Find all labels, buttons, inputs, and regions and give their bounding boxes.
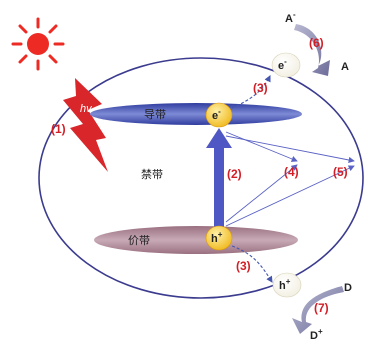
surface-electron-sign: - — [284, 57, 287, 66]
surface-electron-label: e — [278, 60, 284, 72]
step-1-label: (1) — [51, 122, 66, 136]
conduction-band-label: 导带 — [144, 108, 166, 121]
light-symbol: hv — [80, 103, 93, 115]
donor-out-sign: + — [318, 327, 323, 336]
acceptor-in-sign: - — [293, 10, 296, 19]
surface-hole-label: h — [279, 280, 286, 292]
svg-text:A-: A- — [285, 10, 296, 25]
electron-sign: - — [218, 107, 221, 116]
hole-migration-arrow — [231, 245, 273, 283]
surface-electron: e- — [271, 52, 301, 78]
hole-label: h — [211, 233, 218, 245]
particle-outline — [38, 57, 364, 299]
acceptor-in-label: A — [285, 13, 293, 25]
electron-label: e — [212, 110, 218, 122]
reduction-curved-arrow — [294, 24, 330, 76]
step-3-top-label: (3) — [253, 81, 268, 95]
surface-hole-sign: + — [286, 277, 291, 286]
valence-band — [94, 226, 298, 254]
electron-migration-arrow — [231, 75, 271, 109]
hole-carrier: h+ — [205, 225, 233, 251]
recombination-arrows — [225, 131, 355, 227]
step-3-bottom-label: (3) — [236, 259, 251, 273]
svg-text:h+: h+ — [279, 277, 291, 292]
step-6-label: (6) — [309, 36, 324, 50]
sun-icon — [11, 17, 65, 71]
svg-text:D+: D+ — [310, 327, 323, 340]
step-2-label: (2) — [227, 167, 242, 181]
donor-out-label: D — [310, 330, 318, 340]
svg-text:h+: h+ — [211, 230, 223, 245]
excitation-arrow — [206, 128, 232, 228]
svg-text:e-: e- — [212, 107, 221, 122]
donor-in-label: D — [344, 282, 352, 294]
hole-sign: + — [218, 230, 223, 239]
conduction-band — [90, 103, 302, 125]
step-7-label: (7) — [314, 301, 329, 315]
acceptor-out-label: A — [341, 61, 349, 73]
oxidation-curved-arrow — [292, 286, 344, 334]
surface-hole: h+ — [272, 272, 302, 298]
svg-text:e-: e- — [278, 57, 287, 72]
forbidden-band-label: 禁带 — [141, 168, 163, 181]
valence-band-label: 价带 — [128, 234, 150, 247]
lightning-icon — [63, 78, 108, 172]
step-4-label: (4) — [284, 165, 299, 179]
step-5-label: (5) — [333, 165, 348, 179]
electron-carrier: e- — [205, 102, 233, 128]
